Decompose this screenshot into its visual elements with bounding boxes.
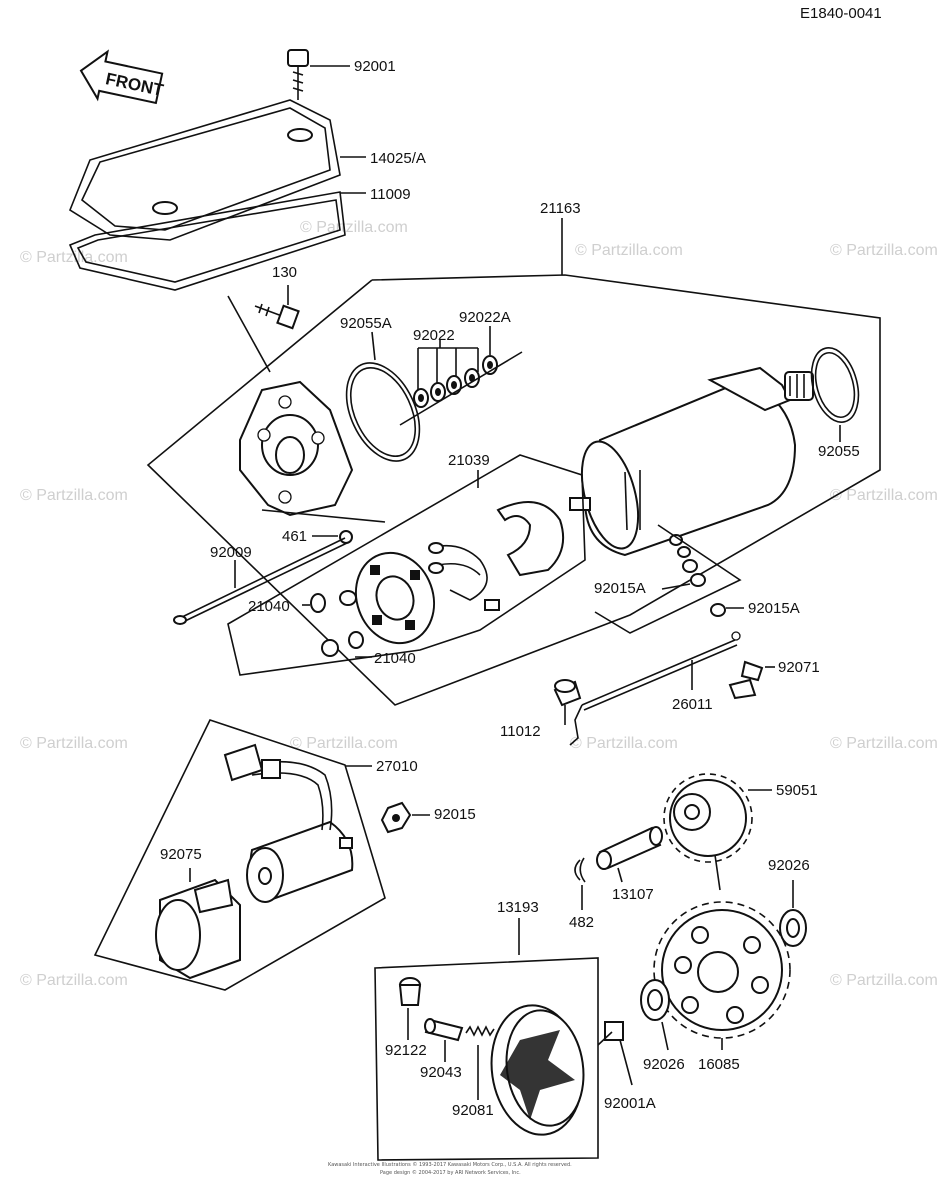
lead-cable-26011 xyxy=(569,631,741,746)
brush-plate xyxy=(354,551,436,645)
o-ring-92055A xyxy=(345,331,421,462)
watermark-text: © Partzilla.com xyxy=(575,242,683,259)
callout-92015: 92015 xyxy=(434,806,476,823)
washers-92015A xyxy=(594,524,744,634)
callout-92001: 92001 xyxy=(354,58,396,75)
callout-92015A-right: 92015A xyxy=(748,600,800,617)
callout-130: 130 xyxy=(272,264,297,281)
callout-92026-right: 92026 xyxy=(768,857,810,874)
copyright-line: Page design © 2004-2017 by ARI Network S… xyxy=(380,1169,521,1176)
callout-92001A: 92001A xyxy=(604,1095,656,1112)
bolt-92001A xyxy=(597,1021,633,1086)
idle-gear-59051 xyxy=(663,773,772,891)
callout-92081: 92081 xyxy=(452,1102,494,1119)
washers-92022 xyxy=(399,326,523,426)
watermark-text: © Partzilla.com xyxy=(830,242,938,259)
starter-clutch-gear-16085 xyxy=(653,901,791,1050)
callout-21040-upper: 21040 xyxy=(248,598,290,615)
brush-yoke xyxy=(496,501,564,577)
front-arrow-badge: FRONT xyxy=(79,49,166,105)
terminal-cap-11012 xyxy=(553,679,582,725)
callout-13193: 13193 xyxy=(497,899,539,916)
circlip-482 xyxy=(574,857,586,910)
callout-461: 461 xyxy=(282,528,307,545)
callout-92015A-left: 92015A xyxy=(594,580,646,597)
end-cover-housing xyxy=(239,380,386,523)
callout-11009: 11009 xyxy=(370,186,411,203)
watermark-text: © Partzilla.com xyxy=(20,249,128,266)
starter-relay-27010 xyxy=(223,743,354,903)
gasket-11009 xyxy=(68,191,366,291)
callout-26011: 26011 xyxy=(672,696,713,713)
roller-92122 xyxy=(398,977,422,1040)
brush-leads xyxy=(428,542,500,611)
watermark-text: © Partzilla.com xyxy=(20,735,128,752)
callout-14025A: 14025/A xyxy=(370,150,426,167)
callout-labels: 92001 14025/A 11009 21163 130 92055A 920… xyxy=(160,58,860,1119)
bolt-92001 xyxy=(287,49,350,100)
pin-92043 xyxy=(424,1018,464,1062)
brush-holder-outline-21039 xyxy=(227,454,586,676)
starter-clutch-body xyxy=(490,1004,585,1136)
callout-92022: 92022 xyxy=(413,327,455,344)
callout-92022A: 92022A xyxy=(459,309,511,326)
callout-92009: 92009 xyxy=(210,544,252,561)
callout-11012: 11012 xyxy=(500,723,541,740)
washer-92026-left xyxy=(640,979,670,1051)
callout-59051: 59051 xyxy=(776,782,818,799)
callout-92026-left: 92026 xyxy=(643,1056,685,1073)
callout-92122: 92122 xyxy=(385,1042,427,1059)
watermark-text: © Partzilla.com xyxy=(570,735,678,752)
callout-92075: 92075 xyxy=(160,846,202,863)
watermark-text: © Partzilla.com xyxy=(20,972,128,989)
watermarks: © Partzilla.com © Partzilla.com © Partzi… xyxy=(20,219,938,989)
watermark-text: © Partzilla.com xyxy=(830,735,938,752)
starter-clutch-outline-13193 xyxy=(374,918,599,1161)
watermark-text: © Partzilla.com xyxy=(290,735,398,752)
callout-92043: 92043 xyxy=(420,1064,462,1081)
copyright-footer: Kawasaki Interactive Illustrations © 199… xyxy=(328,1161,572,1176)
spring-92081 xyxy=(465,1025,495,1100)
copyright-line: Kawasaki Interactive Illustrations © 199… xyxy=(328,1161,572,1168)
watermark-text: © Partzilla.com xyxy=(20,487,128,504)
callout-16085: 16085 xyxy=(698,1056,740,1073)
relay-cover-92075 xyxy=(155,868,241,980)
watermark-text: © Partzilla.com xyxy=(830,972,938,989)
starter-relay-outline xyxy=(93,719,386,991)
callout-13107: 13107 xyxy=(612,886,654,903)
watermark-text: © Partzilla.com xyxy=(830,487,938,504)
screw-461 xyxy=(312,530,353,544)
callout-21163: 21163 xyxy=(540,200,581,217)
washer-92026-right xyxy=(779,880,807,947)
terminal-cap-92071 xyxy=(728,660,775,700)
starter-motor-body xyxy=(569,366,814,557)
diagram-code: E1840-0041 xyxy=(800,5,882,22)
brush-springs-21040 xyxy=(302,590,372,658)
gear-shaft-13107 xyxy=(596,826,663,883)
callout-21040-lower: 21040 xyxy=(374,650,416,667)
callout-92055A: 92055A xyxy=(340,315,392,332)
starter-assembly-outline-21163 xyxy=(146,218,881,706)
callout-21039: 21039 xyxy=(448,452,490,469)
callout-27010: 27010 xyxy=(376,758,418,775)
watermark-text: © Partzilla.com xyxy=(300,219,408,236)
through-bolt-92009 xyxy=(173,537,348,625)
bolt-130 xyxy=(227,285,300,373)
callout-482: 482 xyxy=(569,914,594,931)
nut-92015 xyxy=(380,801,430,834)
callout-92055: 92055 xyxy=(818,443,860,460)
o-ring-92055 xyxy=(810,347,860,442)
callout-92071: 92071 xyxy=(778,659,820,676)
